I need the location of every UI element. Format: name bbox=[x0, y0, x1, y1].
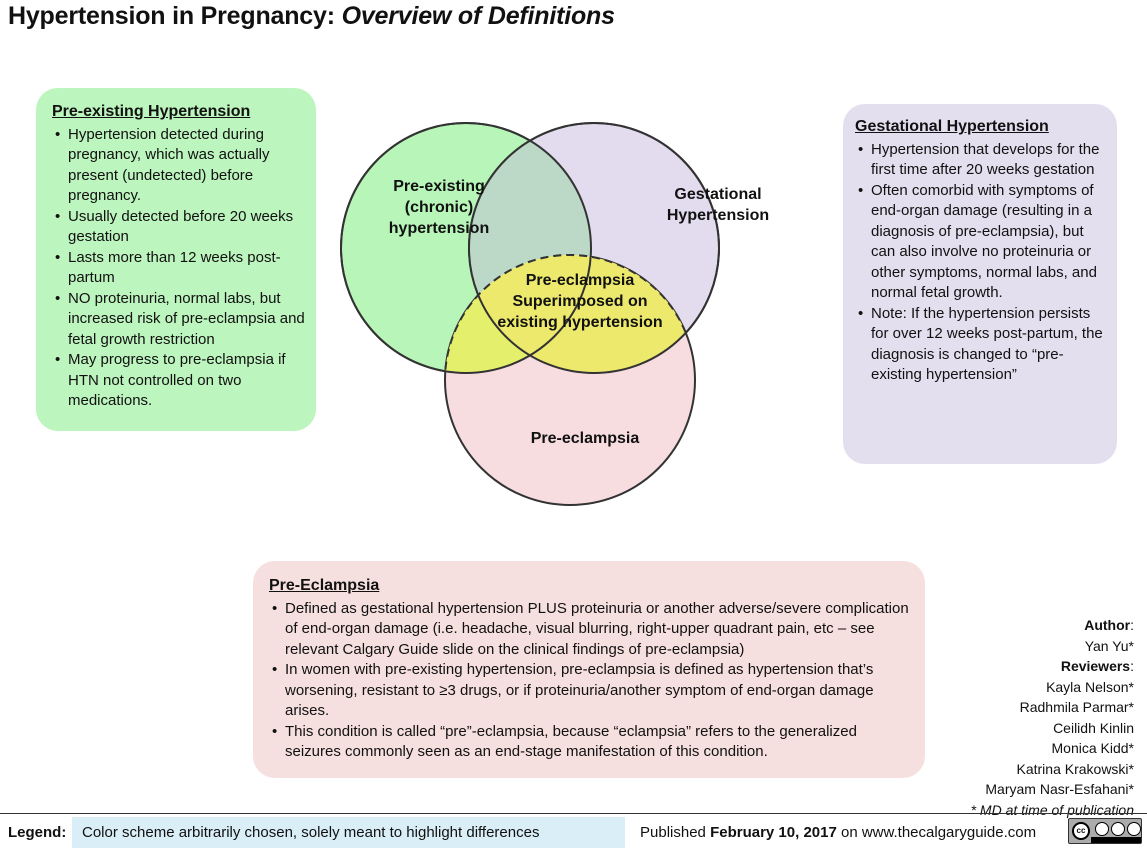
author-label: Author bbox=[1084, 617, 1131, 633]
gestational-bullet: Note: If the hypertension persists for o… bbox=[858, 304, 1107, 386]
cc-icon: cc bbox=[1072, 822, 1090, 840]
legend-label: Legend: bbox=[8, 824, 67, 841]
sa-icon bbox=[1127, 822, 1141, 836]
preexisting-list: Hypertension detected during pregnancy, … bbox=[52, 125, 306, 412]
author-name: Yan Yu* bbox=[1084, 637, 1134, 654]
reviewer-name: Katrina Krakowski* bbox=[1016, 760, 1135, 777]
credits: Author: Yan Yu* Reviewers: Kayla Nelson*… bbox=[971, 615, 1134, 820]
preeclampsia-heading: Pre-Eclampsia bbox=[269, 577, 380, 594]
preeclampsia-list: Defined as gestational hypertension PLUS… bbox=[269, 599, 911, 763]
preexisting-hypertension-box: Pre-existing Hypertension Hypertension d… bbox=[36, 88, 316, 431]
reviewer-name: Kayla Nelson* bbox=[1046, 678, 1134, 695]
legend-text: Color scheme arbitrarily chosen, solely … bbox=[72, 817, 625, 848]
reviewer-name: Ceilidh Kinlin bbox=[1053, 719, 1134, 736]
preeclampsia-bullet: This condition is called “pre”-eclampsia… bbox=[272, 722, 911, 763]
license-bar bbox=[1091, 837, 1141, 843]
nc-icon bbox=[1111, 822, 1125, 836]
venn-diagram bbox=[340, 122, 720, 506]
creative-commons-license-icon[interactable]: cc bbox=[1068, 818, 1142, 844]
gestational-outline bbox=[468, 122, 720, 374]
footer: Legend: Color scheme arbitrarily chosen,… bbox=[0, 784, 1147, 848]
by-icon bbox=[1095, 822, 1109, 836]
gestational-hypertension-box: Gestational Hypertension Hypertension th… bbox=[843, 104, 1117, 464]
gestational-bullet: Often comorbid with symptoms of end-orga… bbox=[858, 181, 1107, 304]
venn-label-gestational: Gestational Hypertension bbox=[666, 186, 770, 224]
preexisting-bullet: Hypertension detected during pregnancy, … bbox=[55, 125, 306, 207]
preexisting-bullet: Usually detected before 20 weeks gestati… bbox=[55, 207, 306, 248]
gestational-list: Hypertension that develops for the first… bbox=[855, 140, 1107, 386]
gestational-preeclampsia-overlap bbox=[469, 254, 696, 373]
reviewers-label: Reviewers bbox=[1060, 658, 1131, 674]
preexisting-heading: Pre-existing Hypertension bbox=[52, 103, 251, 120]
gestational-bullet: Hypertension that develops for the first… bbox=[858, 140, 1107, 181]
page-title: Hypertension in Pregnancy: Overview of D… bbox=[8, 2, 615, 30]
venn-label-preeclampsia: Pre-eclampsia bbox=[530, 430, 640, 447]
reviewer-name: Maryam Nasr-Esfahani* bbox=[985, 781, 1134, 797]
preeclampsia-bullet: In women with pre-existing hypertension,… bbox=[272, 660, 911, 722]
footer-divider bbox=[0, 813, 1147, 814]
chronic-outline bbox=[340, 122, 592, 374]
venn-label-superimposed: Pre-eclampsia Superimposed on existing h… bbox=[497, 272, 663, 331]
preeclampsia-box: Pre-Eclampsia Defined as gestational hyp… bbox=[253, 561, 925, 778]
reviewer-name: Monica Kidd* bbox=[1051, 740, 1135, 756]
gestational-heading: Gestational Hypertension bbox=[855, 118, 1049, 135]
reviewer-name: Radhmila Parmar* bbox=[1019, 699, 1134, 715]
venn-label-chronic: Pre-existing (chronic) hypertension bbox=[388, 178, 490, 237]
preeclampsia-bullet: Defined as gestational hypertension PLUS… bbox=[272, 599, 911, 661]
preexisting-bullet: Lasts more than 12 weeks post-partum bbox=[55, 248, 306, 289]
published-info: Published February 10, 2017 on www.theca… bbox=[640, 824, 1037, 841]
preexisting-bullet: NO proteinuria, normal labs, but increas… bbox=[55, 289, 306, 351]
preexisting-bullet: May progress to pre-eclampsia if HTN not… bbox=[55, 350, 306, 412]
